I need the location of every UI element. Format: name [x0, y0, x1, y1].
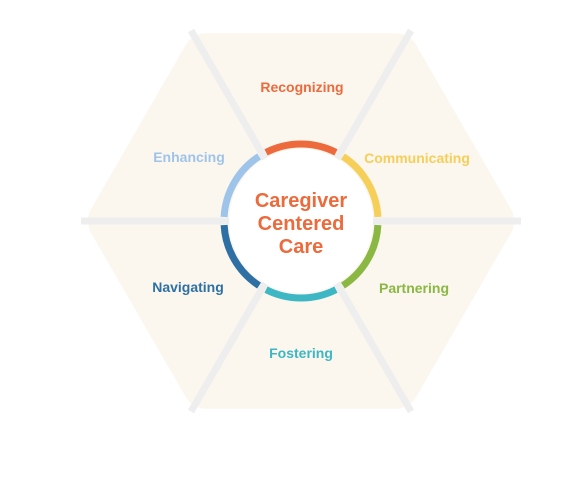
ring-arc-communicating: [340, 153, 382, 218]
center-title-line-3: Care: [279, 236, 323, 258]
label-partnering: Partnering: [379, 280, 449, 296]
hexagon-segments: [81, 28, 521, 414]
label-fostering: Fostering: [269, 345, 333, 361]
segment-labels: RecognizingCommunicatingPartneringFoster…: [152, 79, 470, 361]
label-navigating: Navigating: [152, 279, 224, 295]
ring-arc-enhancing: [220, 153, 262, 218]
ring-arc-navigating: [220, 224, 262, 289]
ring-arc-fostering: [264, 286, 338, 302]
center-title-line-1: Caregiver: [255, 190, 347, 212]
label-enhancing: Enhancing: [153, 149, 225, 165]
label-communicating: Communicating: [364, 150, 470, 166]
ring-arc-partnering: [340, 224, 382, 289]
ring-arc-recognizing: [264, 140, 338, 156]
center-circle: [229, 149, 373, 293]
label-recognizing: Recognizing: [260, 79, 343, 95]
center-title-line-2: Centered: [258, 213, 345, 235]
segment-enhancing: [88, 35, 306, 236]
center-ring: [220, 140, 382, 302]
